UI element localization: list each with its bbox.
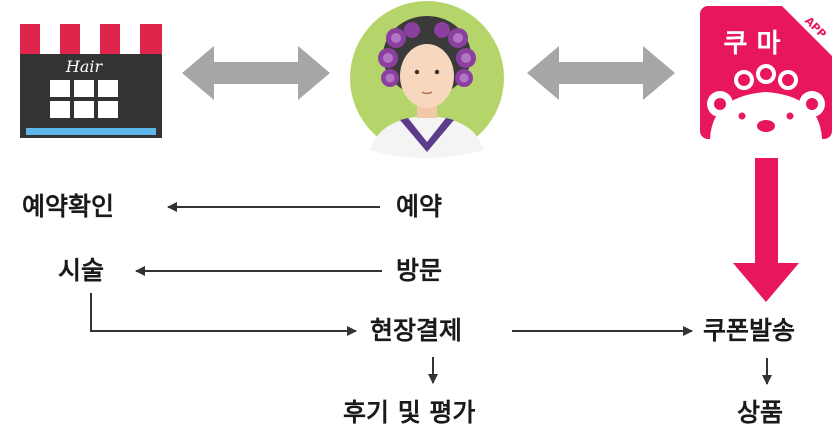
label-reservation: 예약: [396, 192, 443, 221]
salon-sign-text: Hair: [65, 57, 104, 76]
awning: [20, 24, 162, 54]
app-title-text: 쿠 마: [724, 29, 781, 59]
hair-curlers: [378, 18, 476, 87]
label-coupon-issue: 쿠폰발송: [703, 316, 796, 345]
shop-window: [50, 80, 118, 118]
label-gift: 상품: [737, 398, 784, 427]
label-review-rating: 후기 및 평가: [343, 398, 476, 427]
label-treatment: 시술: [58, 256, 105, 285]
label-reservation-confirm: 예약확인: [22, 192, 115, 221]
customer-avatar-icon: [350, 1, 504, 158]
pink-down-arrow: [733, 158, 799, 302]
bidirectional-arrow-left: [182, 46, 330, 100]
hair-salon-icon: Hair: [20, 14, 162, 138]
label-visit: 방문: [396, 256, 443, 285]
kuma-app-icon: APP 쿠 마: [700, 6, 832, 139]
label-onsite-payment: 현장결제: [370, 316, 463, 345]
arrow-treatment-to-payment: [90, 293, 357, 336]
bidirectional-arrow-right: [527, 46, 675, 100]
